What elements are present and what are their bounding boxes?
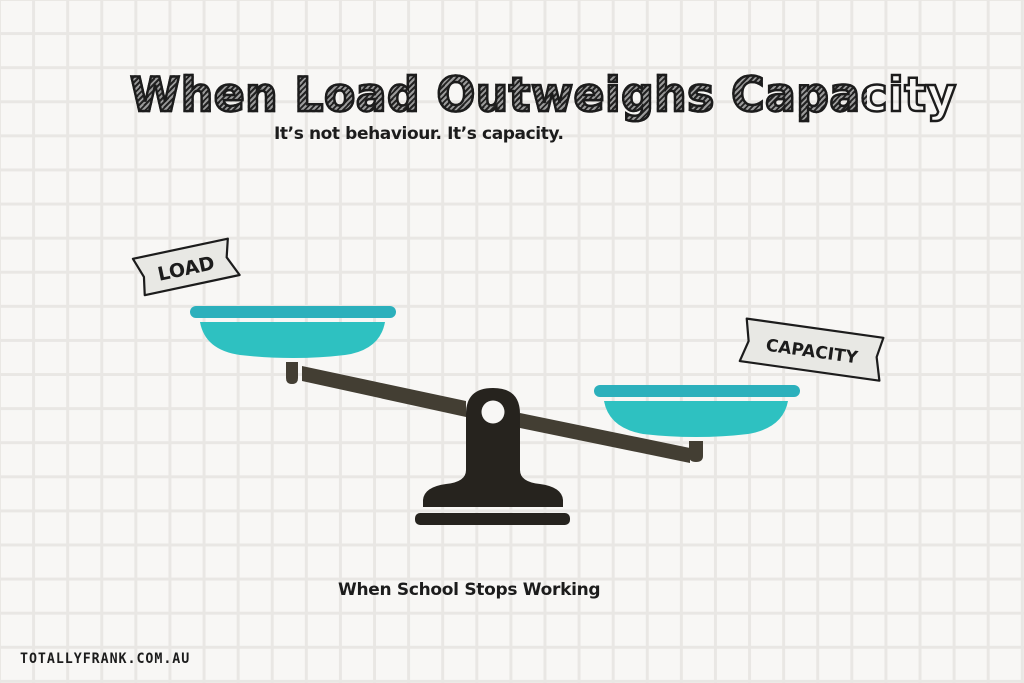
left-pan — [190, 306, 396, 384]
right-pan — [594, 385, 800, 462]
scale-beam — [302, 366, 690, 463]
page-title: When Load Outweighs Capacity — [129, 67, 958, 125]
load-tag: LOAD — [131, 237, 241, 297]
site-url: TOTALLYFRANK.COM.AU — [20, 651, 191, 667]
scale-pivot — [415, 388, 570, 525]
subtitle: It’s not behaviour. It’s capacity. — [274, 124, 564, 144]
capacity-tag: CAPACITY — [738, 317, 885, 382]
caption: When School Stops Working — [338, 580, 601, 600]
